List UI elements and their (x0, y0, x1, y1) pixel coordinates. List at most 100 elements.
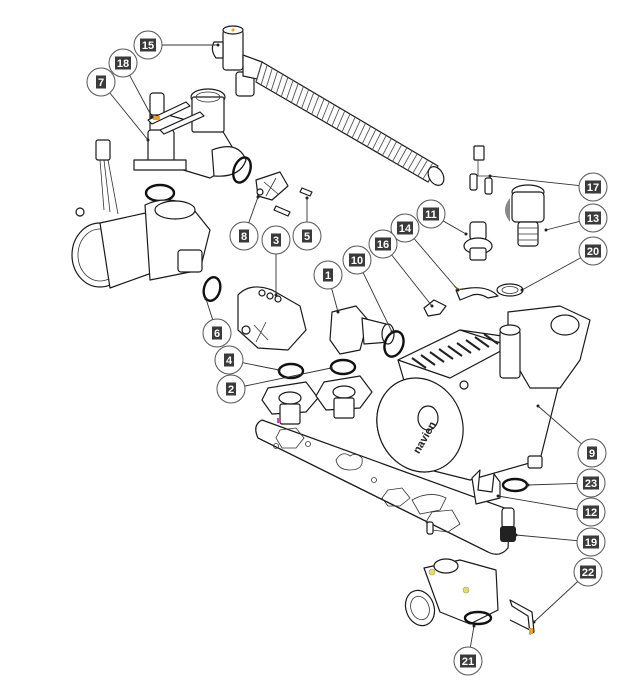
hose-rib (417, 159, 429, 177)
hose-rib (270, 71, 278, 91)
callout-20[interactable]: 20 (578, 236, 608, 266)
o-ring-20-part (496, 283, 524, 297)
callout-17[interactable]: 17 (578, 172, 608, 202)
callout-1[interactable]: 1 (313, 260, 343, 290)
hose-rib (290, 83, 299, 103)
leader-arrow-16 (430, 304, 434, 308)
callout-14[interactable]: 14 (390, 213, 420, 243)
leader-arrow-2 (329, 366, 333, 370)
leader-arrow-3 (274, 293, 278, 297)
fork-clip-small-part (423, 299, 447, 317)
callout-8[interactable]: 8 (229, 221, 259, 251)
drain-plug-part (500, 507, 516, 542)
hose-rib (341, 113, 351, 133)
callout-tag-box (349, 253, 365, 267)
callout-tag-box (226, 382, 236, 396)
callout-15[interactable]: 15 (133, 30, 163, 60)
hose-rib (366, 129, 377, 147)
callout-10[interactable]: 10 (342, 245, 372, 275)
leader-line-1 (331, 288, 339, 313)
pressure-sensor-part (463, 221, 493, 261)
callout-19[interactable]: 19 (576, 527, 606, 557)
leader-lines (109, 43, 582, 648)
hose-rib (402, 150, 413, 168)
leader-arrow-8 (256, 195, 260, 199)
callout-tag-box (115, 56, 131, 70)
leader-arrow-5 (305, 196, 309, 200)
callout-label: 13 (587, 213, 599, 225)
callout-label: 10 (351, 255, 363, 267)
o-ring-2-part (329, 358, 357, 376)
leader-arrow-10 (390, 330, 394, 334)
pump-rib (474, 336, 490, 348)
hose-rib (275, 74, 284, 94)
callout-18[interactable]: 18 (108, 48, 138, 78)
callout-4[interactable]: 4 (214, 345, 244, 375)
callout-label: 19 (585, 537, 597, 549)
leader-arrow-22 (532, 620, 536, 624)
leader-arrow-12 (496, 494, 500, 498)
leader-line-16 (391, 254, 433, 307)
hose-rib (346, 116, 356, 136)
callout-tag-box (587, 446, 597, 460)
callout-tag-box (96, 75, 106, 89)
leader-line-6 (205, 298, 214, 320)
callout-label: 21 (462, 656, 474, 668)
leader-arrow-23 (526, 483, 530, 487)
callout-16[interactable]: 16 (368, 229, 398, 259)
leader-line-9 (537, 405, 582, 445)
callout-label: 14 (399, 223, 412, 235)
motor-valve-assembly (71, 139, 211, 289)
tee-connector-part (211, 25, 263, 97)
callout-21[interactable]: 21 (453, 646, 483, 676)
callout-label: 12 (585, 507, 597, 519)
callout-label: 4 (226, 355, 233, 367)
air-vent-part (505, 184, 545, 247)
leader-line-17 (489, 175, 580, 186)
leader-arrow-15 (216, 43, 220, 47)
callout-3[interactable]: 3 (261, 225, 291, 255)
callout-tag-box (580, 565, 596, 579)
pump-rib (483, 333, 499, 345)
callout-2[interactable]: 2 (216, 374, 246, 404)
base-plate (255, 419, 511, 555)
pump-rib (447, 345, 463, 357)
hose-rib (412, 156, 423, 174)
temperature-sensor-part (469, 145, 493, 195)
hose-rib (306, 92, 315, 112)
leader-arrow-19 (514, 533, 518, 537)
leader-arrow-17 (488, 174, 492, 178)
valve-clip-part (255, 171, 289, 201)
water-inlet-valve-part (404, 558, 499, 627)
hose-rib (361, 126, 372, 144)
callout-tag-box (323, 268, 333, 282)
hose-rib (356, 122, 366, 142)
callout-22[interactable]: 22 (573, 557, 603, 587)
leader-arrow-1 (336, 310, 340, 314)
leader-line-14 (413, 238, 459, 291)
o-ring-10-part (383, 330, 405, 358)
callout-tag-box (239, 229, 249, 243)
callout-tag-box (224, 353, 234, 367)
callout-tag-box (583, 535, 599, 549)
callout-tag-box (583, 505, 599, 519)
callout-23[interactable]: 23 (576, 468, 606, 498)
callout-label: 2 (228, 384, 234, 396)
callout-9[interactable]: 9 (577, 438, 607, 468)
corrugated-hose (255, 61, 445, 186)
callout-11[interactable]: 11 (416, 199, 446, 229)
leader-line-10 (362, 272, 393, 333)
three-way-valve-part (133, 88, 247, 179)
hose-rib (265, 67, 273, 89)
callout-13[interactable]: 13 (578, 203, 608, 233)
callout-12[interactable]: 12 (576, 497, 606, 527)
callout-7[interactable]: 7 (86, 67, 116, 97)
callout-5[interactable]: 5 (292, 221, 322, 251)
callout-label: 3 (273, 235, 279, 247)
callout-tag-box (397, 221, 413, 235)
callout-label: 23 (585, 478, 597, 490)
callout-6[interactable]: 6 (202, 318, 232, 348)
callout-label: 5 (304, 231, 310, 243)
hose-rib (387, 141, 397, 159)
callout-tag-box (460, 654, 476, 668)
